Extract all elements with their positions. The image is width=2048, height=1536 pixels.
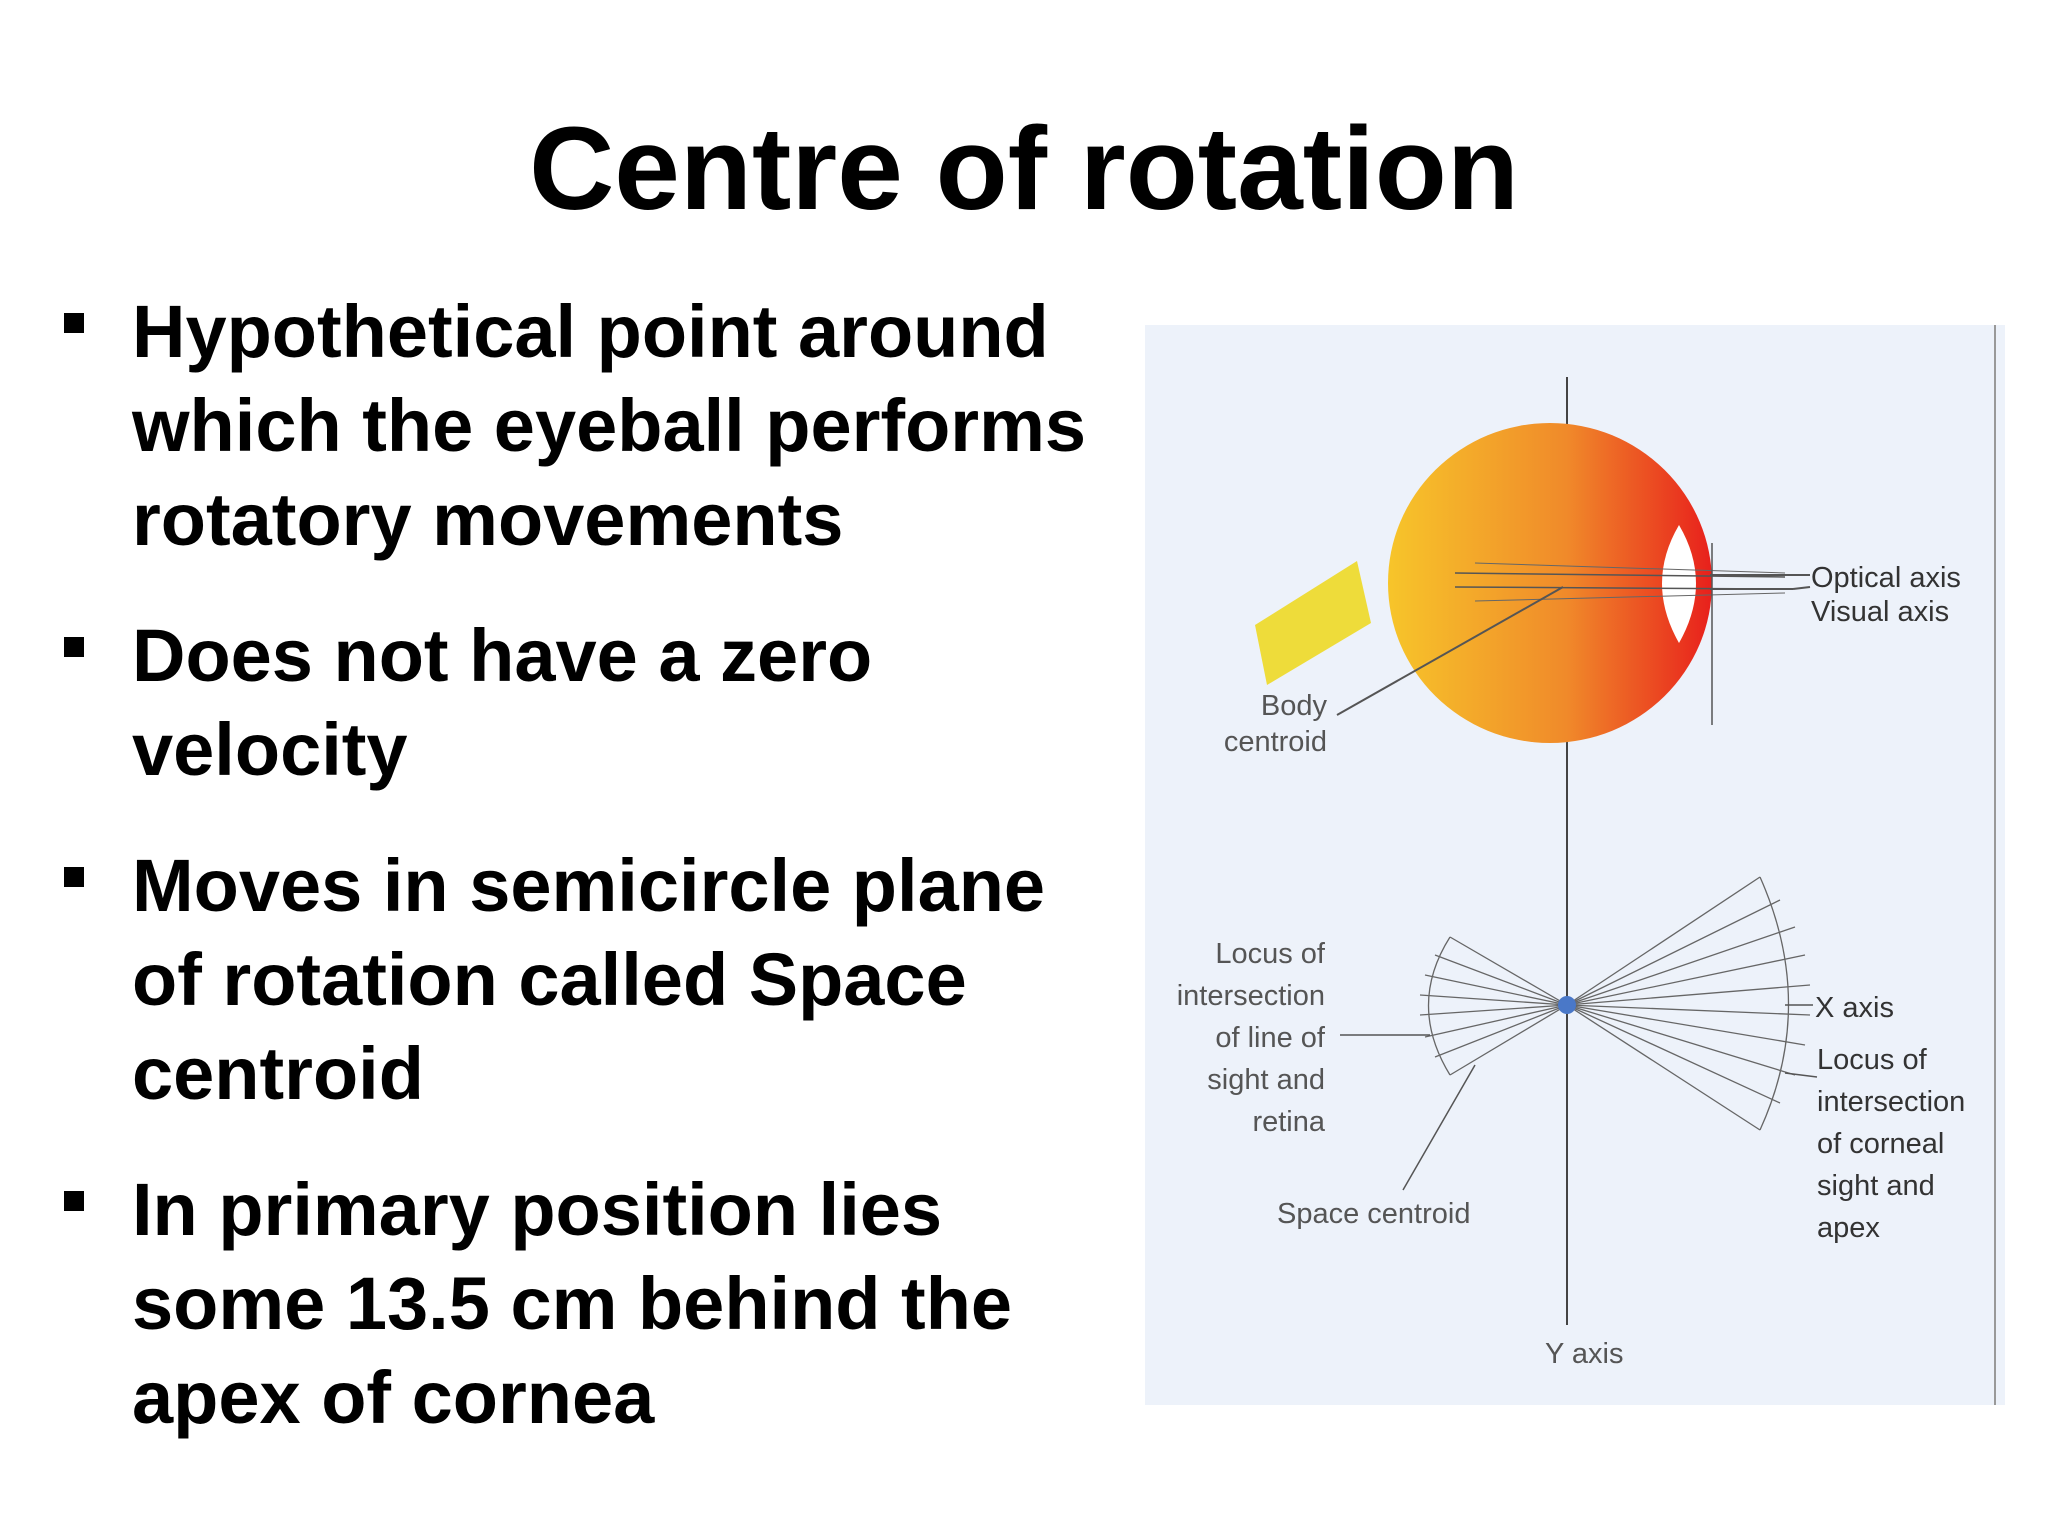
bullet-line: some 13.5 cm behind the [132, 1262, 1013, 1345]
axis-line [1474, 592, 1786, 602]
bullet-line: Moves in semicircle plane [132, 844, 1046, 927]
bullet-line: rotatory movements [132, 478, 844, 561]
locus-cornea-label: of corneal [1817, 1128, 1944, 1160]
body-centroid-label: centroid [1224, 726, 1327, 758]
axis-line [1474, 562, 1786, 574]
locus-retina-label: of line of [1215, 1022, 1326, 1054]
fan-line [1434, 954, 1568, 1006]
fan-line [1449, 936, 1568, 1006]
fan-line [1434, 1004, 1568, 1058]
eye-rotation-figure: Optical axis Visual axis Body centroid [1145, 325, 2005, 1405]
fan-line [1449, 1004, 1568, 1076]
fan-line [1566, 984, 1811, 1006]
bullet-item: Does not have a zero velocity [62, 609, 1122, 797]
bullet-line: centroid [132, 1032, 424, 1115]
fan-line [1566, 1004, 1806, 1046]
y-axis-label: Y axis [1545, 1338, 1623, 1370]
bullet-line: Does not have a zero [132, 614, 873, 697]
fan-line [1566, 1004, 1811, 1016]
bullet-line: Hypothetical point around [132, 290, 1049, 373]
fan-line [1566, 926, 1796, 1006]
fan-line [1424, 1004, 1568, 1038]
locus-retina-label: Locus of [1215, 938, 1326, 970]
locus-cornea-label: sight and [1817, 1170, 1935, 1202]
locus-cornea-label: apex [1817, 1212, 1880, 1244]
locus-retina-label: sight and [1207, 1064, 1325, 1096]
bullet-item: Hypothetical point around which the eyeb… [62, 285, 1122, 567]
fan-line [1424, 974, 1568, 1006]
locus-retina-label: retina [1252, 1106, 1325, 1138]
fan-line [1566, 899, 1781, 1006]
body-centroid-label: Body [1261, 690, 1328, 722]
eye-diagram: Optical axis Visual axis Body centroid [1145, 325, 2005, 1405]
locus-cornea-label: Locus of [1817, 1044, 1928, 1076]
locus-cornea-label: intersection [1817, 1086, 1965, 1118]
body-centroid-leader [1336, 586, 1564, 716]
square-bullet-icon [64, 313, 84, 333]
locus-cornea-leader [1784, 1072, 1818, 1078]
fan-line [1566, 876, 1761, 1006]
bullet-line: which the eyeball performs [132, 384, 1087, 467]
optic-nerve-shape [1255, 561, 1371, 685]
x-axis-label: X axis [1815, 992, 1894, 1024]
visual-axis-leader [1792, 586, 1811, 590]
fan-arc [1759, 876, 1790, 1131]
bullet-list: Hypothetical point around which the eyeb… [62, 285, 1122, 1487]
bullet-line: apex of cornea [132, 1356, 655, 1439]
optical-axis-line [1454, 572, 1786, 578]
bullet-item: Moves in semicircle plane of rotation ca… [62, 839, 1122, 1121]
bullet-line: In primary position lies [132, 1168, 943, 1251]
space-centroid-fan [1419, 876, 1811, 1131]
locus-retina-label: intersection [1177, 980, 1325, 1012]
fan-line [1566, 1004, 1761, 1131]
fan-arc [1427, 936, 1451, 1076]
fan-line [1566, 1004, 1796, 1076]
fan-line [1419, 994, 1568, 1006]
slide-title: Centre of rotation [529, 103, 1519, 235]
space-centroid-label: Space centroid [1277, 1198, 1470, 1230]
square-bullet-icon [64, 867, 84, 887]
fan-line [1566, 954, 1806, 1006]
visual-axis-label: Visual axis [1811, 596, 1949, 628]
lens-shape [1662, 525, 1696, 643]
bullet-item: In primary position lies some 13.5 cm be… [62, 1163, 1122, 1445]
space-centroid-leader [1402, 1064, 1476, 1191]
eyeball-shape [1388, 423, 1712, 743]
square-bullet-icon [64, 637, 84, 657]
square-bullet-icon [64, 1191, 84, 1211]
fan-line [1419, 1004, 1568, 1016]
bullet-line: velocity [132, 708, 408, 791]
bullet-line: of rotation called Space [132, 938, 967, 1021]
space-centroid-dot [1558, 996, 1576, 1014]
optical-axis-label: Optical axis [1811, 562, 1961, 594]
fan-line [1566, 1004, 1781, 1104]
